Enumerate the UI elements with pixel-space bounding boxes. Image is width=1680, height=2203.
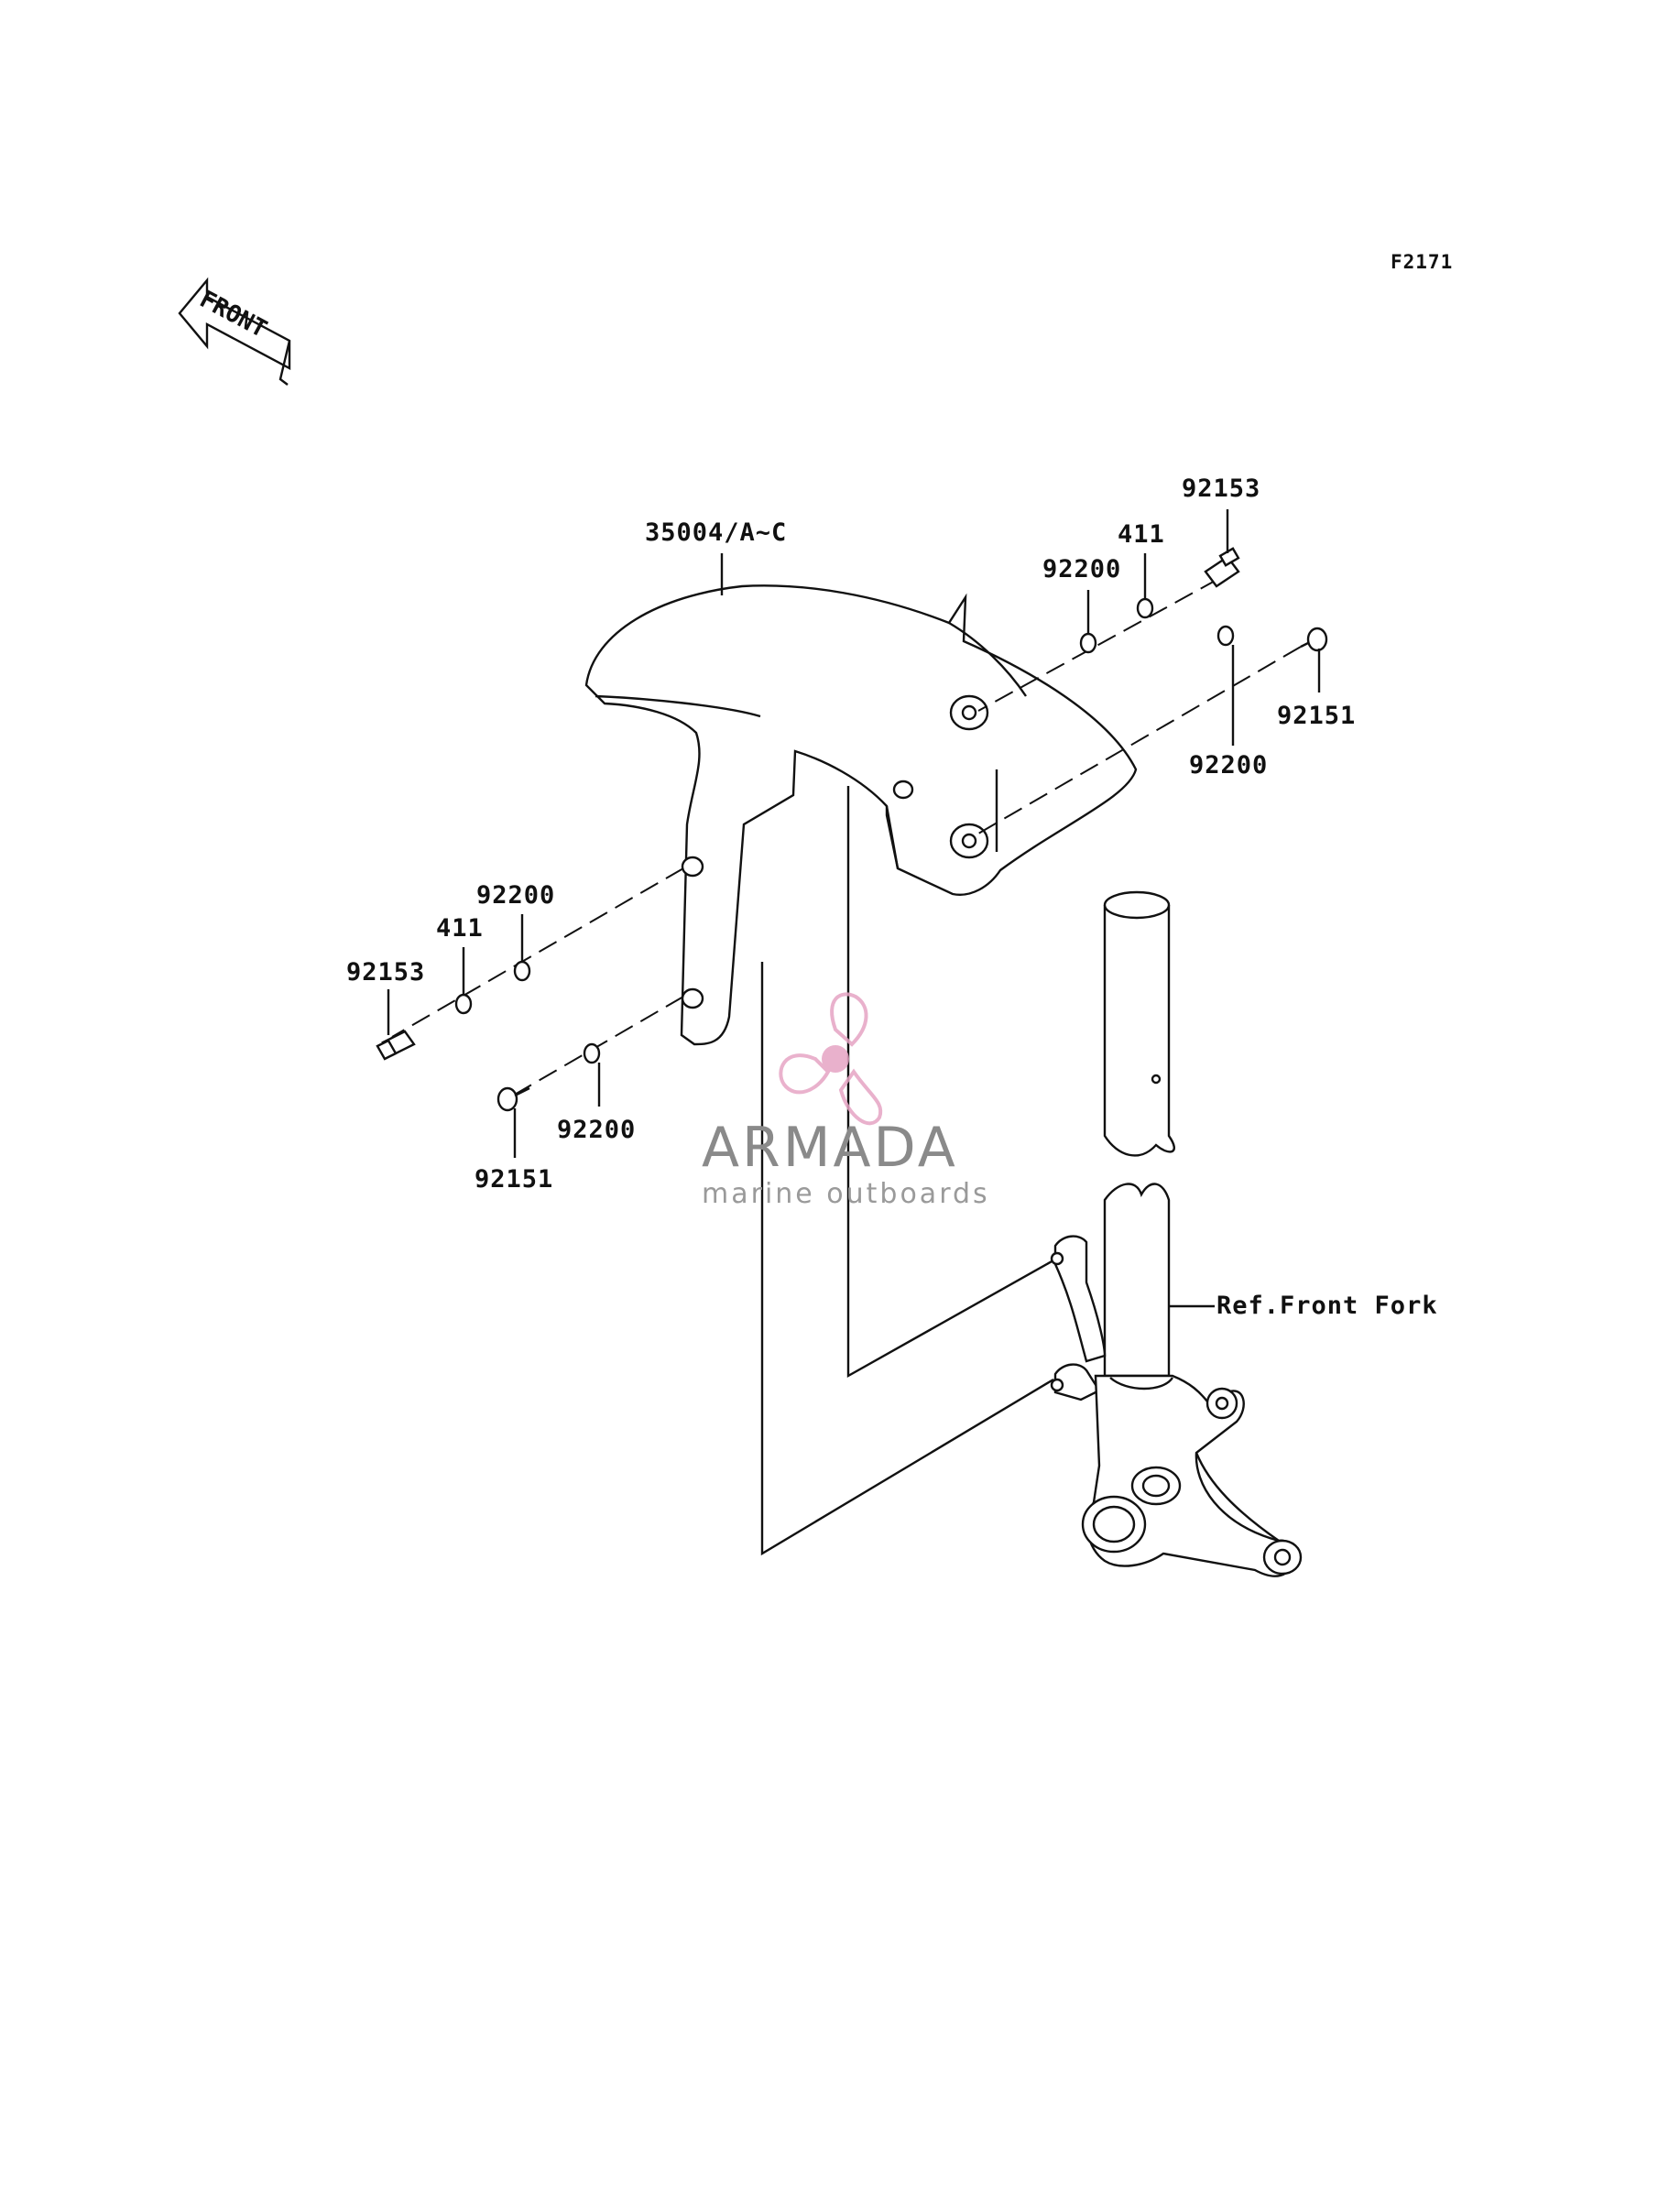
washer-92200-right	[1216, 625, 1235, 647]
label-washer-92200-left-lower: 92200	[557, 1116, 637, 1144]
mount-line-right	[977, 646, 1302, 834]
watermark-title: ARMADA	[702, 1116, 958, 1180]
armada-logo-icon	[779, 992, 883, 1126]
label-bolt-92153-left: 92153	[346, 958, 426, 987]
label-bolt-92151-left: 92151	[475, 1165, 554, 1194]
watermark-subtitle: marine outboards	[702, 1178, 990, 1210]
front-arrow-icon: FRONT	[178, 277, 291, 386]
label-washer-92200-top-right: 92200	[1042, 555, 1122, 583]
label-washer-92200-left-upper: 92200	[476, 881, 556, 910]
label-fender-35004: 35004/A~C	[645, 518, 788, 547]
washer-92200-top-right	[1079, 632, 1097, 654]
leader-line-lower-mount	[760, 962, 1054, 1556]
front-fork-part	[1050, 890, 1303, 1577]
label-collar-411-top-right: 411	[1118, 520, 1165, 549]
mount-line-top-right	[977, 578, 1219, 712]
mount-line-left-upper	[391, 867, 684, 1038]
label-washer-92200-right: 92200	[1189, 751, 1269, 780]
collar-411-top-right	[1136, 597, 1154, 619]
washer-92200-left-upper	[513, 960, 531, 982]
bolt-92153-left	[376, 1030, 416, 1061]
figure-id: F2171	[1391, 251, 1454, 273]
mount-line-left-lower	[512, 996, 684, 1096]
bolt-92151-left	[496, 1086, 530, 1112]
bolt-92153-top-right	[1204, 547, 1240, 588]
leader-line-upper-mount	[846, 786, 1054, 1379]
label-ref-front-fork: Ref.Front Fork	[1216, 1292, 1438, 1320]
bolt-92151-right	[1300, 627, 1328, 652]
front-fender-part	[584, 584, 1138, 1046]
label-bolt-92151-right: 92151	[1277, 702, 1357, 730]
label-bolt-92153-top-right: 92153	[1182, 474, 1261, 503]
washer-92200-left-lower	[583, 1042, 601, 1064]
collar-411-left	[454, 993, 473, 1015]
label-collar-411-left: 411	[436, 914, 484, 943]
